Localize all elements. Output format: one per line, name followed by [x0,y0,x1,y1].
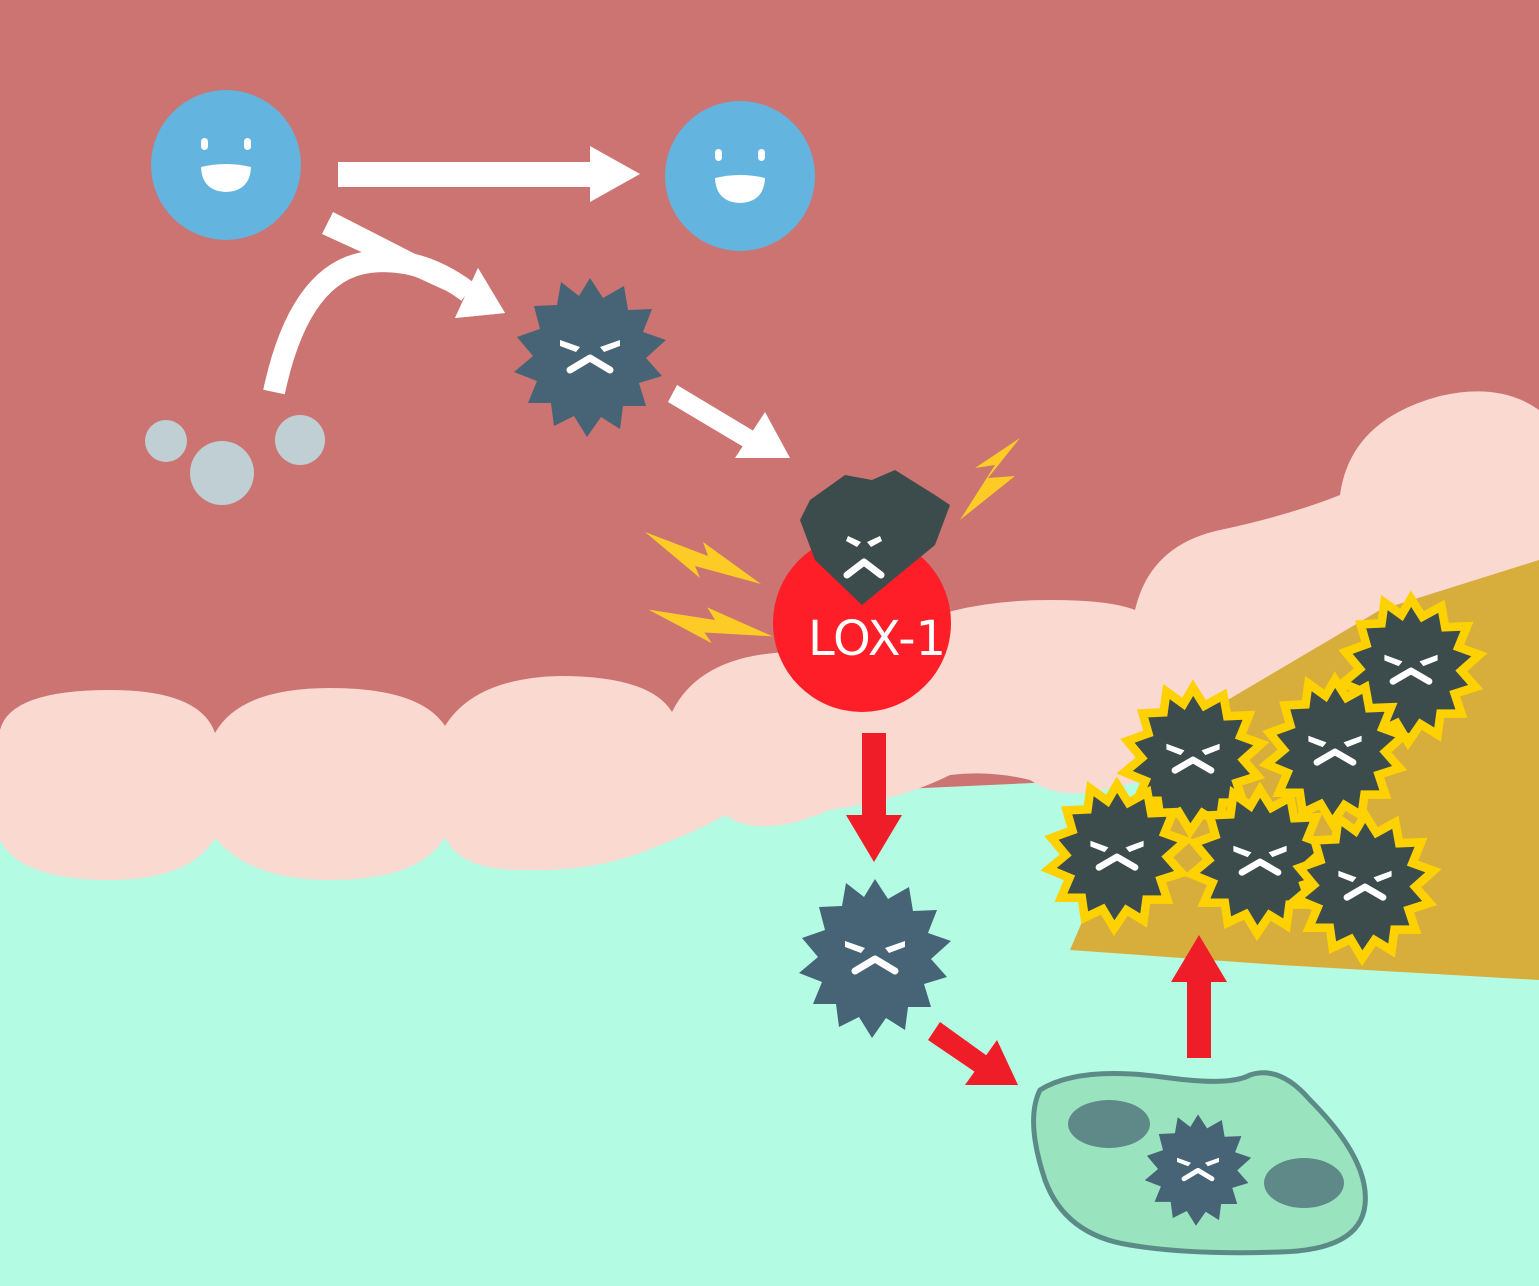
small-particles [145,415,325,505]
modification-curve-arrow [263,250,505,395]
foam-cell-formation-arrow [1171,935,1227,1058]
small-particle [275,415,325,465]
nucleus [1264,1158,1344,1208]
lox1-label: LOX-1 [808,611,946,667]
oxidation-arrow-straight [338,146,640,202]
smiling-ldl-icon [665,101,815,251]
internalization-arrow [846,733,902,862]
binding-arrow [668,385,790,458]
lightning-spark-icon [960,438,1020,520]
smiling-ldl-icon [151,90,301,240]
small-particle [190,441,254,505]
macrophage-icon [1031,1070,1368,1256]
uptake-arrow [928,1022,1018,1085]
small-particle [145,420,187,462]
nucleus [1068,1100,1150,1148]
lox1-receptor: LOX-1 [773,470,951,712]
